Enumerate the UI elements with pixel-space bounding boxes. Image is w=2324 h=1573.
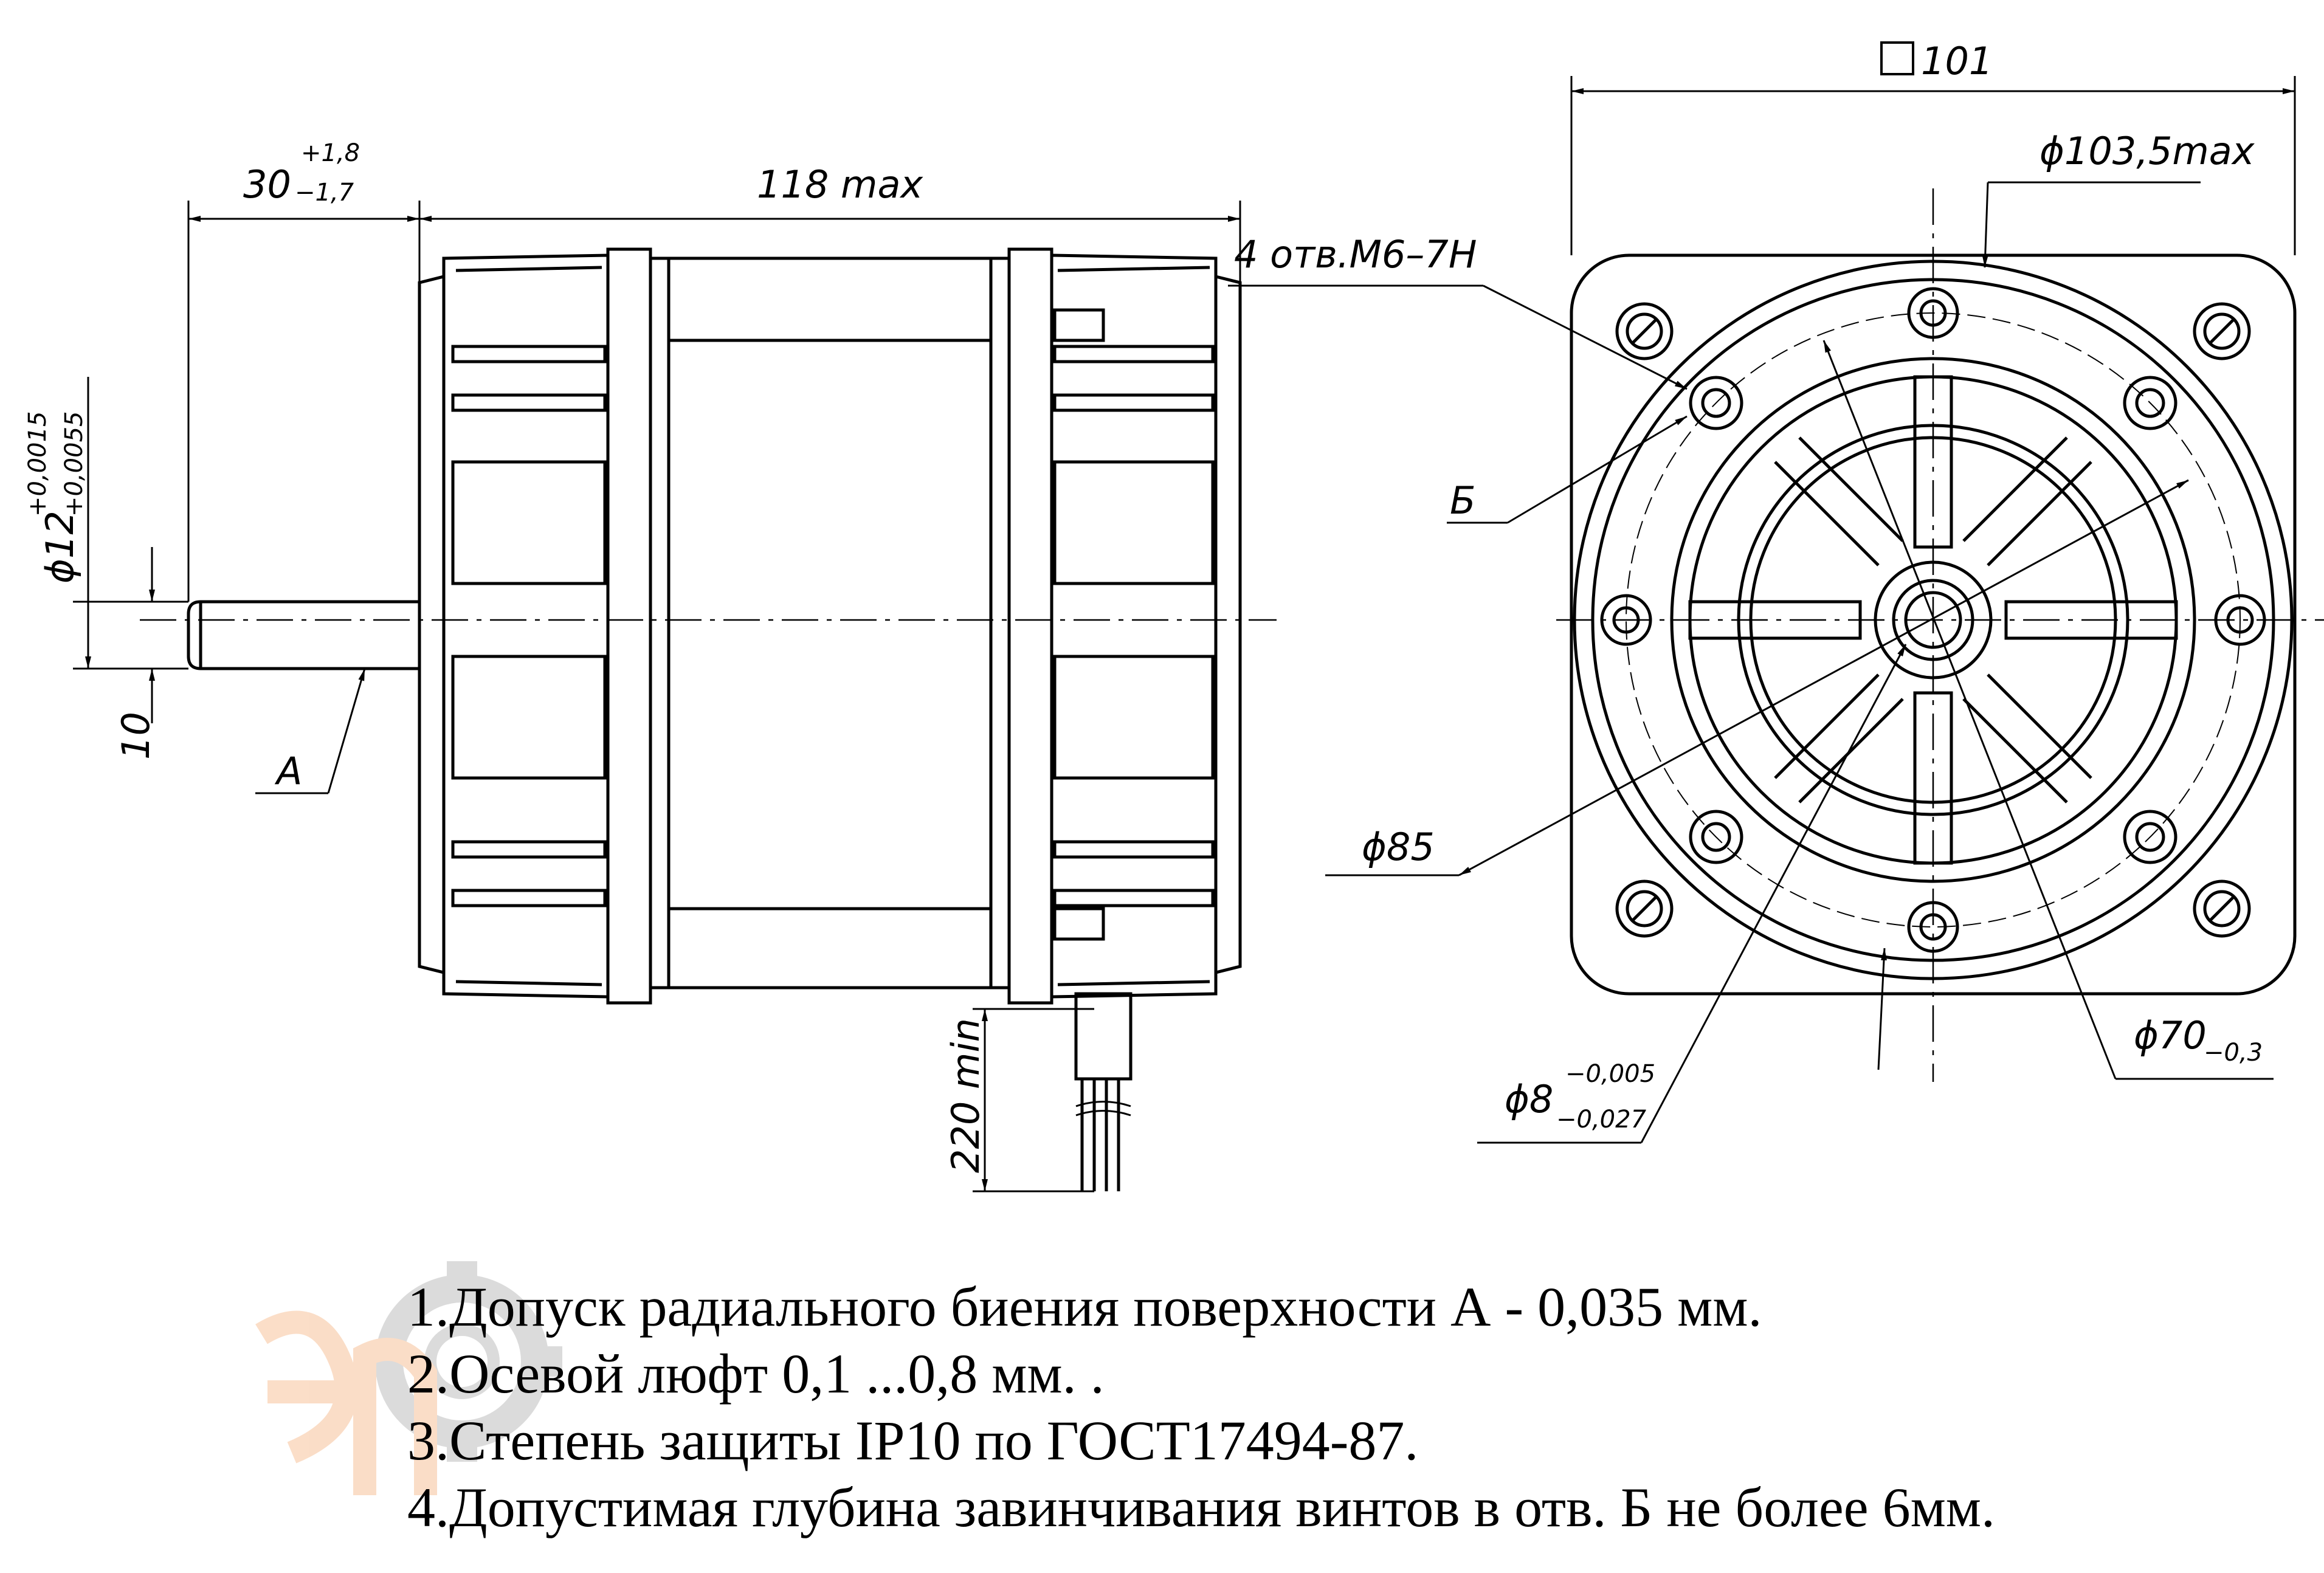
lead-wires — [1074, 992, 1133, 1191]
label-hole-b: Б — [1450, 478, 1476, 523]
dim-square: 101 — [1921, 39, 1993, 83]
dim-spigot-sub: −0,3 — [2204, 1039, 2263, 1067]
dim-shaft-offset-upper: +1,8 — [301, 139, 360, 167]
side-view — [140, 247, 1277, 1191]
note-3: 3.Степень защиты IP10 по ГОСТ17494-87. — [407, 1410, 1419, 1471]
dim-holes: 4 отв.М6–7H — [1234, 232, 1477, 277]
dim-body-length: 118 max — [757, 162, 923, 207]
dimension-lines — [73, 76, 2296, 1193]
dim-bore: ϕ8 — [1505, 1077, 1553, 1121]
right-end-shield — [1007, 247, 1242, 1005]
left-end-shield — [418, 247, 652, 1005]
dim-outer-diameter: ϕ103,5max — [2040, 129, 2255, 173]
square-symbol — [1880, 41, 1914, 75]
corner-screws — [1615, 302, 2251, 938]
dim-shaft-diameter-upper: +0,0015 — [24, 411, 52, 517]
drawing-notes: 1.Допуск радиального биения поверхности … — [407, 1273, 1995, 1541]
watermark-logo — [255, 1261, 562, 1495]
dim-shaft-offset: 30 — [243, 162, 291, 207]
dim-lead-length: 220 min — [943, 1018, 988, 1173]
note-1: 1.Допуск радиального биения поверхности … — [407, 1276, 1762, 1338]
dim-spigot: ϕ70 — [2134, 1013, 2207, 1058]
dim-shaft-diameter: ϕ12 — [38, 511, 82, 583]
dim-bolt-circle: ϕ85 — [1362, 825, 1435, 869]
stator-housing — [649, 256, 1011, 990]
dim-bore-upper: −0,005 — [1565, 1060, 1655, 1088]
label-surface-a: А — [274, 749, 302, 793]
dimension-texts: 30 +1,8 −1,7 118 max ϕ12 +0,0015 +0,0055… — [24, 39, 2263, 1173]
shaft — [187, 600, 421, 670]
dim-shaft-offset-lower: −1,7 — [295, 179, 354, 207]
dim-shaft-flat: 10 — [114, 712, 158, 760]
dim-shaft-diameter-lower: +0,0055 — [60, 411, 88, 517]
note-2: 2.Осевой люфт 0,1 ...0,8 мм. . — [407, 1343, 1105, 1405]
dim-bore-lower: −0,027 — [1556, 1106, 1647, 1134]
note-4: 4.Допустимая глубина завинчивания винтов… — [407, 1476, 1996, 1538]
